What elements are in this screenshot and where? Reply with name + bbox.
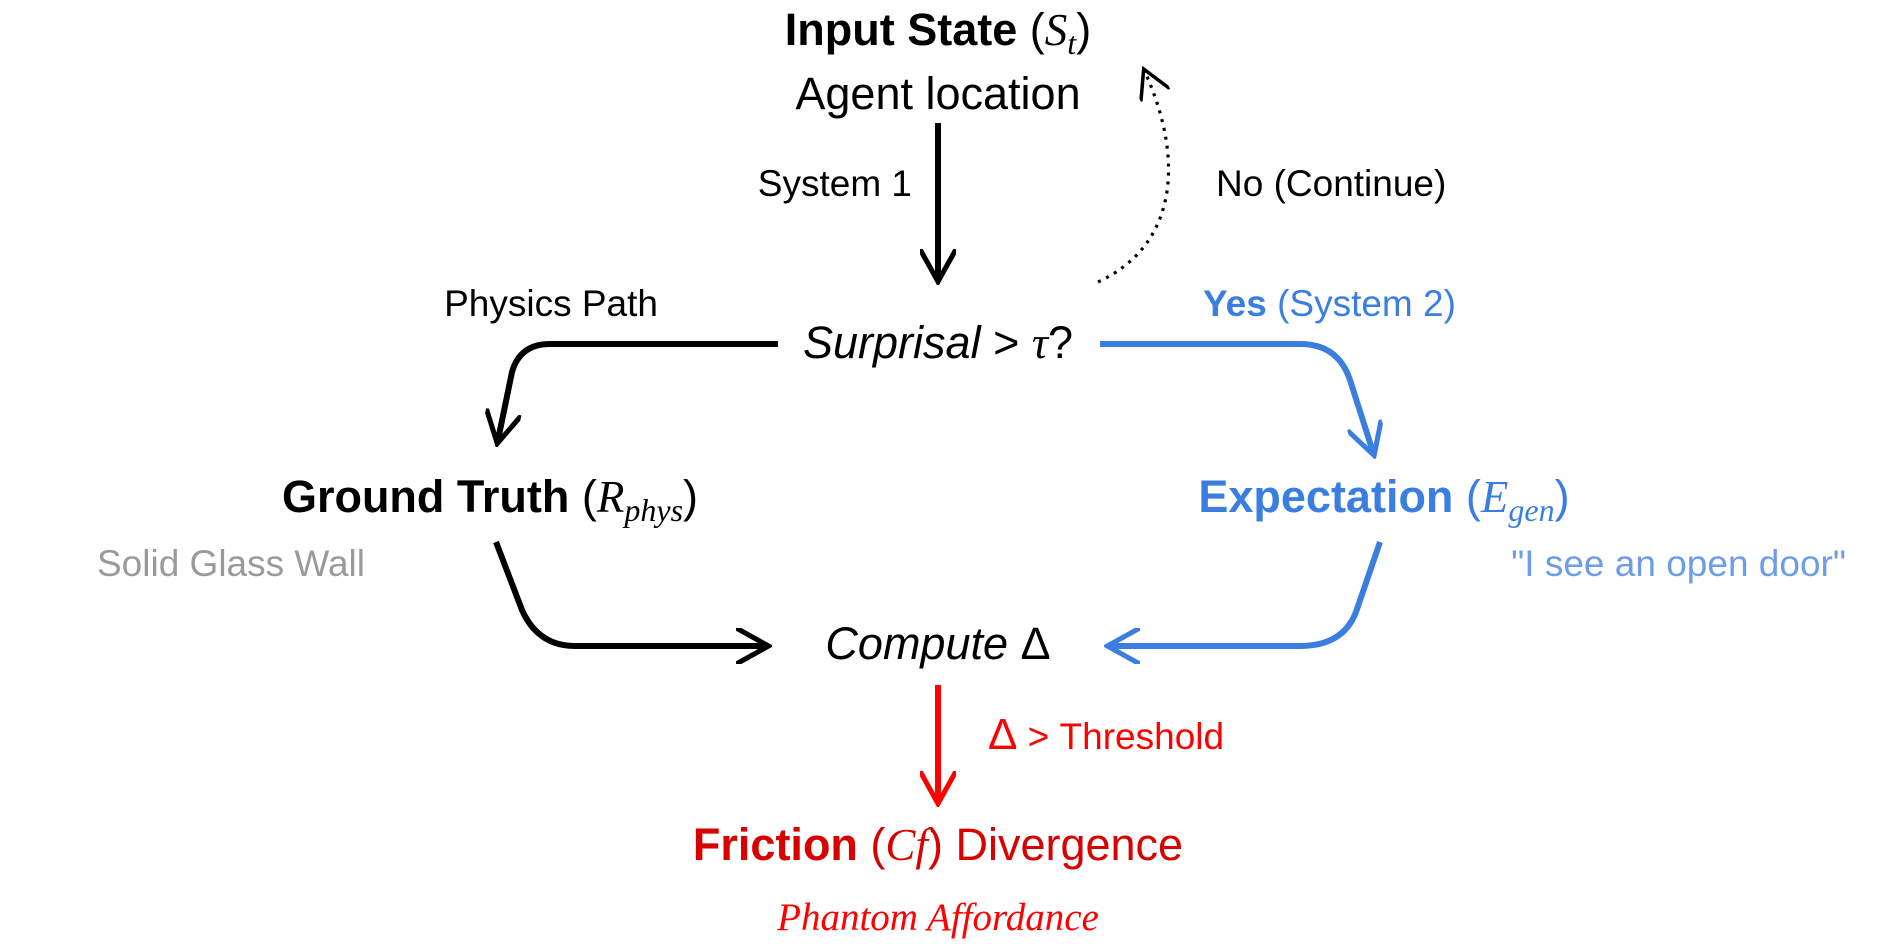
edge-label-no-continue: No (Continue) [1216, 163, 1446, 204]
input-state-subtitle: Agent location [795, 68, 1080, 119]
expectation-subscript: gen [1508, 492, 1554, 528]
ground-truth-symbol: R [596, 472, 625, 522]
friction-paren-open: ( [858, 819, 886, 870]
ground-truth-paren-close: ) [683, 471, 698, 522]
compute-word: Compute [825, 618, 1008, 669]
decision-comparator: > [981, 317, 1032, 368]
friction-label: Friction [693, 819, 858, 870]
friction-rest: Divergence [943, 819, 1183, 870]
edge-system2-arrow [1100, 341, 1373, 452]
edge-label-system1: System 1 [758, 163, 912, 204]
edge-label-physics-path: Physics Path [444, 283, 658, 324]
input-state-paren-open: ( [1017, 4, 1045, 55]
expectation-symbol: E [1480, 472, 1509, 522]
ground-truth-note: Solid Glass Wall [97, 543, 365, 584]
expectation-paren-open: ( [1453, 471, 1481, 522]
edge-label-threshold: Δ > Threshold [988, 710, 1224, 759]
edge-ground-to-compute-arrow [493, 540, 765, 646]
decision-question: ? [1048, 317, 1073, 368]
decision-tau: τ [1032, 318, 1050, 368]
ground-truth-paren-open: ( [569, 471, 597, 522]
expectation-note: "I see an open door" [1511, 543, 1846, 584]
expectation-paren-close: ) [1555, 471, 1570, 522]
friction-paren-close: ) [928, 819, 943, 870]
compute-delta: Δ [1008, 618, 1051, 669]
input-state-symbol: S [1045, 5, 1068, 55]
decision-node: Surprisal > τ? [803, 317, 1073, 368]
edge-label-yes: Yes (System 2) [1203, 283, 1456, 324]
friction-symbol: Cf [885, 820, 933, 870]
edge-label-yes-bold: Yes [1203, 283, 1267, 324]
decision-word: Surprisal [803, 317, 983, 368]
friction-note: Phantom Affordance [776, 896, 1099, 939]
input-state-subscript: t [1067, 25, 1077, 61]
ground-truth-subscript: phys [622, 492, 683, 528]
expectation-title: Expectation (Egen) [1198, 471, 1569, 528]
compute-node: Compute Δ [825, 618, 1050, 669]
input-state-label: Input State [785, 4, 1018, 55]
friction-title: Friction (Cf) Divergence [693, 819, 1183, 870]
input-state-title: Input State (St) [785, 4, 1091, 61]
ground-truth-label: Ground Truth [282, 471, 569, 522]
edge-no-continue-arrow [1097, 72, 1171, 284]
ground-truth-title: Ground Truth (Rphys) [282, 471, 698, 528]
edge-label-threshold-rest: > Threshold [1017, 716, 1224, 757]
edge-physics-path-arrow [498, 341, 778, 440]
edge-label-threshold-delta: Δ [988, 710, 1017, 759]
input-state-paren-close: ) [1076, 4, 1091, 55]
expectation-label: Expectation [1198, 471, 1453, 522]
edge-label-yes-rest: (System 2) [1267, 283, 1456, 324]
edge-expectation-to-compute-arrow [1111, 541, 1383, 646]
